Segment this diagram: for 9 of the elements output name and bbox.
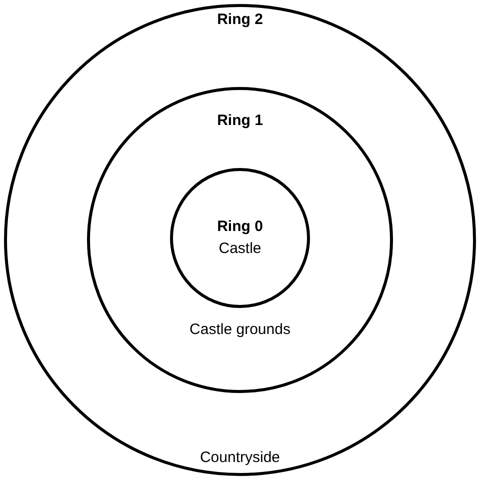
zone-label: Castle [218,239,262,259]
zone-label: Countryside [200,448,280,468]
ring-title: Ring 2 [217,10,263,30]
ring-circle [4,4,476,476]
ring-title: Ring 0 [217,217,263,237]
ring-circle [87,87,393,393]
zone-label: Castle grounds [190,320,290,340]
ring-title: Ring 1 [217,111,263,131]
ring-circle [170,168,310,308]
